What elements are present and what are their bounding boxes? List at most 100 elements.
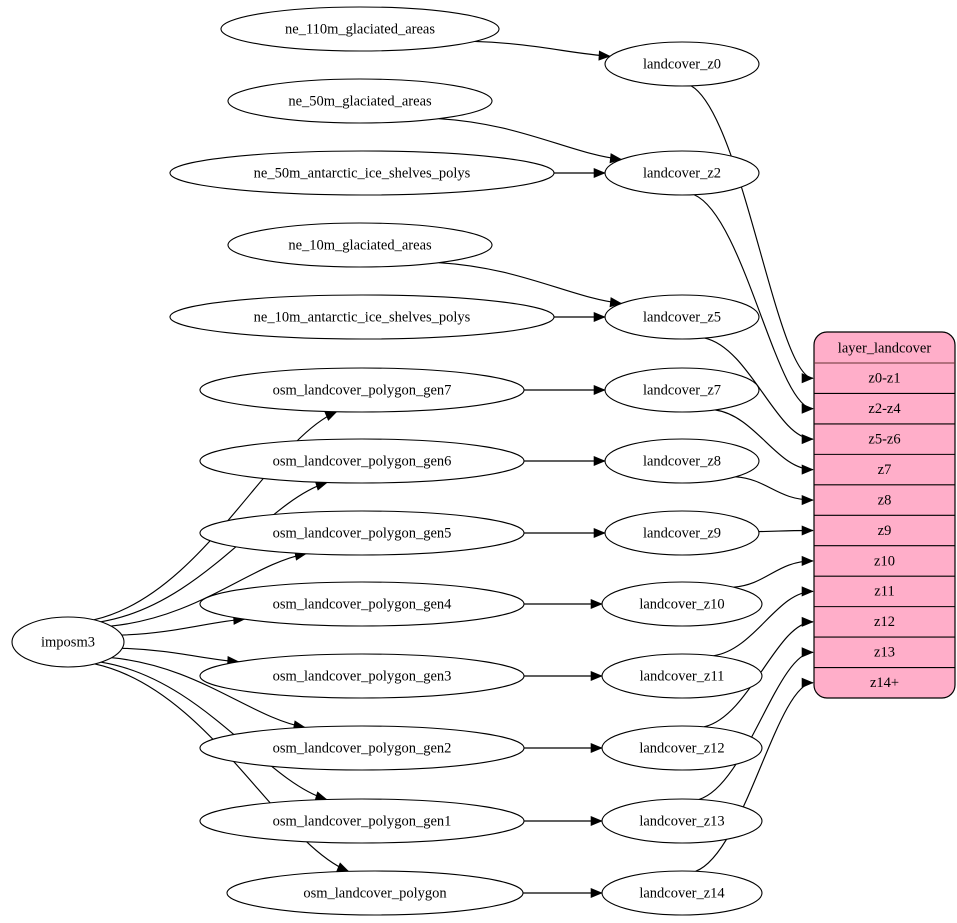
node-osm_landcover_polygon_gen2[interactable]: osm_landcover_polygon_gen2 [199,725,525,771]
node-label: landcover_z13 [639,813,724,829]
edge-arrowhead [593,527,606,539]
node-ellipse [220,6,500,52]
node-label: landcover_z8 [643,453,721,469]
edge-landcover_z12-to-table [703,621,814,728]
node-ellipse [169,150,555,196]
nodes-layer: imposm3 ne_110m_glaciated_areas ne_50m_gla… [11,6,763,916]
edge-arrowhead [598,50,611,61]
edge-imposm3-to-osm_landcover_polygon_gen2 [111,657,305,728]
edge-arrowhead [801,434,814,445]
node-osm_landcover_polygon_gen6[interactable]: osm_landcover_polygon_gen6 [199,438,525,484]
edge-imposm3-to-osm_landcover_polygon_gen6 [100,481,328,623]
edge-landcover_z0-to-table [690,85,814,379]
edge-landcover_z13-to-table [698,651,814,801]
node-ellipse [199,510,525,556]
node-label: landcover_z5 [643,309,721,325]
node-ne_50m_antarctic_ice_shelves_polys[interactable]: ne_50m_antarctic_ice_shelves_polys [169,150,555,196]
edges-layer [93,40,814,899]
edge-arrowhead [590,815,603,827]
node-label: landcover_z14 [639,885,725,901]
node-osm_landcover_polygon[interactable]: osm_landcover_polygon [226,870,524,916]
edge-arrowhead [801,677,814,688]
edge-imposm3-to-osm_landcover_polygon [94,663,349,872]
edge-landcover_z2-to-table [693,194,814,410]
node-label: landcover_z10 [639,596,724,612]
edge-arrowhead [590,742,603,754]
node-ne_10m_glaciated_areas[interactable]: ne_10m_glaciated_areas [227,222,493,268]
node-label: osm_landcover_polygon_gen1 [273,813,452,829]
node-label: ne_10m_glaciated_areas [288,237,432,253]
node-ne_50m_glaciated_areas[interactable]: ne_50m_glaciated_areas [227,78,493,124]
node-landcover_z7[interactable]: landcover_z7 [604,367,760,413]
node-landcover_z11[interactable]: landcover_z11 [601,653,763,699]
edge-ne_110m_glaciated_areas-to-landcover_z0 [474,40,611,57]
edge-landcover_z10-to-table [733,560,814,588]
node-ellipse [199,438,525,484]
node-landcover_z8[interactable]: landcover_z8 [604,438,760,484]
node-landcover_z5[interactable]: landcover_z5 [604,294,760,340]
node-ellipse [601,798,763,844]
edge-landcover_z5-to-table [704,337,814,440]
node-label: landcover_z2 [643,165,721,181]
layer-table-row-label: z5-z6 [868,431,900,447]
edge-arrowhead [324,411,338,421]
node-ellipse [604,41,760,87]
edge-arrowhead [801,555,814,567]
edge-arrowhead [801,525,814,536]
node-osm_landcover_polygon_gen7[interactable]: osm_landcover_polygon_gen7 [199,367,525,413]
layer-landcover-table[interactable]: layer_landcoverz0-z1z2-z4z5-z6z7z8z9z10z… [813,331,956,699]
node-landcover_z10[interactable]: landcover_z10 [601,581,763,627]
edge-arrowhead [801,647,814,658]
edge-arrowhead [593,167,606,179]
node-landcover_z14[interactable]: landcover_z14 [601,870,763,916]
node-landcover_z13[interactable]: landcover_z13 [601,798,763,844]
layer-table-row-label: z0-z1 [868,371,900,387]
node-ellipse [199,798,525,844]
edge-arrowhead [593,311,606,323]
node-landcover_z12[interactable]: landcover_z12 [601,725,763,771]
edge-imposm3-to-osm_landcover_polygon_gen5 [111,553,307,627]
edge-arrowhead [609,297,623,308]
node-osm_landcover_polygon_gen4[interactable]: osm_landcover_polygon_gen4 [199,581,525,627]
layer-table-row-label: z11 [874,584,894,600]
layer-table-row-label: z9 [878,523,892,539]
layer-table-row-label: z13 [874,645,895,661]
node-ellipse [604,438,760,484]
node-label: osm_landcover_polygon_gen6 [273,453,452,469]
node-osm_landcover_polygon_gen1[interactable]: osm_landcover_polygon_gen1 [199,798,525,844]
edge-arrowhead [336,862,350,872]
edge-ne_50m_glaciated_areas-to-landcover_z2 [438,118,622,161]
node-ellipse [604,510,760,556]
node-ne_110m_glaciated_areas[interactable]: ne_110m_glaciated_areas [220,6,500,52]
edge-imposm3-to-osm_landcover_polygon_gen3 [122,647,239,663]
node-label: imposm3 [41,634,95,650]
edge-arrowhead [590,598,603,610]
node-osm_landcover_polygon_gen5[interactable]: osm_landcover_polygon_gen5 [199,510,525,556]
edge-imposm3-to-osm_landcover_polygon_gen4 [121,618,245,636]
edge-arrowhead [609,153,623,164]
node-label: ne_10m_antarctic_ice_shelves_polys [254,309,471,325]
node-imposm3[interactable]: imposm3 [11,616,125,668]
edge-arrowhead [801,464,814,475]
node-landcover_z2[interactable]: landcover_z2 [604,150,760,196]
node-ellipse [227,78,493,124]
node-label: osm_landcover_polygon_gen2 [273,740,452,756]
edge-arrowhead [801,494,814,506]
layer-table-header: layer_landcover [838,340,932,356]
node-ellipse [169,294,555,340]
node-ellipse [227,222,493,268]
layer-table-row-label: z12 [874,614,895,630]
node-ne_10m_antarctic_ice_shelves_polys[interactable]: ne_10m_antarctic_ice_shelves_polys [169,294,555,340]
node-landcover_z0[interactable]: landcover_z0 [604,41,760,87]
layer-table-row-label: z8 [878,492,892,508]
edge-ne_10m_glaciated_areas-to-landcover_z5 [438,262,622,305]
node-label: osm_landcover_polygon [303,885,447,901]
node-ellipse [604,150,760,196]
node-ellipse [601,725,763,771]
edge-arrowhead [590,670,603,682]
node-label: landcover_z0 [643,56,721,72]
node-label: osm_landcover_polygon_gen3 [273,668,452,684]
node-osm_landcover_polygon_gen3[interactable]: osm_landcover_polygon_gen3 [199,653,525,699]
node-landcover_z9[interactable]: landcover_z9 [604,510,760,556]
edge-arrowhead [801,616,814,627]
